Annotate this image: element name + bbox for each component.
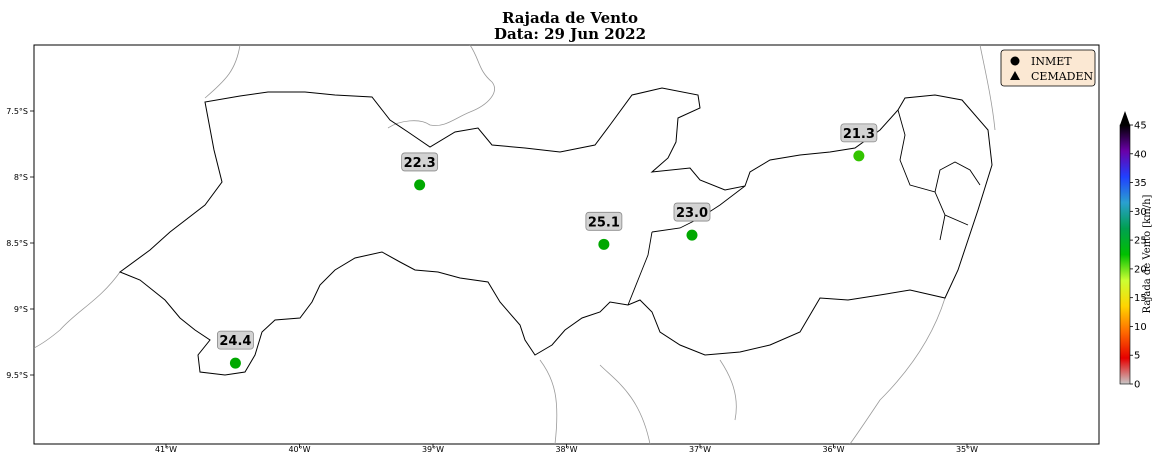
y-tick-label: 8°S [14, 173, 28, 182]
station: 22.3 [401, 152, 439, 191]
x-tick-label: 36°W [822, 445, 844, 453]
station-label-box [840, 123, 878, 143]
station-value-label: 23.0 [676, 206, 708, 221]
station-value-label: 22.3 [404, 156, 436, 171]
x-tick-label: 37°W [689, 445, 711, 453]
colorbar-tick-label: 30 [1134, 207, 1147, 218]
station: 21.3 [840, 123, 878, 162]
legend: INMET CEMADEN [1000, 49, 1096, 87]
map-title: Rajada de Vento [501, 9, 638, 27]
y-tick-label: 7.5°S [6, 107, 28, 116]
y-tick-label: 8.5°S [6, 239, 28, 248]
station-marker [229, 357, 241, 369]
colorbar-tick-label: 25 [1134, 236, 1147, 247]
internal-borders [627, 109, 981, 306]
station-value-label: 24.4 [219, 334, 251, 349]
y-axis: 7.5°S 8°S 8.5°S 9°S 9.5°S [6, 107, 34, 380]
legend-inmet-label: INMET [1031, 55, 1072, 68]
colorbar-tick-label: 15 [1134, 293, 1147, 304]
colorbar-tick-label: 5 [1134, 351, 1140, 362]
station: 24.4 [217, 330, 254, 369]
station-marker [686, 229, 698, 241]
state-outline [118, 87, 993, 376]
colorbar-label: Rajada de Vento [km/h] [1142, 194, 1153, 313]
station-value-label: 25.1 [588, 215, 620, 230]
map-frame [33, 44, 1100, 445]
colorbar-tick-label: 40 [1134, 149, 1147, 160]
x-axis: 41°W 40°W 39°W 38°W 37°W 36°W 35°W [155, 444, 978, 453]
inmet-marker-icon [1010, 56, 1020, 66]
station-marker [414, 179, 426, 191]
stations-layer: 22.3 25.1 23.0 21.3 24.4 [217, 123, 878, 369]
station: 23.0 [673, 202, 711, 241]
colorbar-extend-arrow [1120, 111, 1130, 125]
station-label-box [673, 202, 711, 222]
x-tick-label: 39°W [422, 445, 444, 453]
colorbar-ticks: 0 5 10 15 20 25 30 35 40 45 [1130, 121, 1147, 391]
neighbor-borders [33, 44, 996, 445]
cemaden-marker-icon [1010, 71, 1020, 80]
station-marker [598, 238, 610, 250]
station-value-label: 21.3 [843, 127, 875, 142]
x-tick-label: 40°W [288, 445, 310, 453]
station: 25.1 [585, 211, 623, 250]
y-tick-label: 9.5°S [6, 371, 28, 380]
colorbar-tick-label: 20 [1134, 264, 1147, 275]
y-tick-label: 9°S [14, 305, 28, 314]
colorbar-tick-label: 45 [1134, 121, 1147, 132]
x-tick-label: 35°W [956, 445, 978, 453]
map-subtitle: Data: 29 Jun 2022 [493, 25, 647, 43]
station-label-box [401, 152, 439, 172]
colorbar-tick-label: 35 [1134, 178, 1147, 189]
colorbar-tick-label: 10 [1134, 322, 1147, 333]
station-label-box [585, 211, 623, 231]
station-marker [853, 150, 865, 162]
station-label-box [217, 330, 254, 350]
x-tick-label: 41°W [155, 445, 177, 453]
legend-cemaden-label: CEMADEN [1031, 70, 1094, 83]
x-tick-label: 38°W [555, 445, 577, 453]
colorbar: 0 5 10 15 20 25 30 35 40 45 Rajada de Vento [km/h… [1119, 111, 1153, 391]
colorbar-scale [1119, 124, 1131, 385]
colorbar-tick-label: 0 [1134, 380, 1140, 391]
